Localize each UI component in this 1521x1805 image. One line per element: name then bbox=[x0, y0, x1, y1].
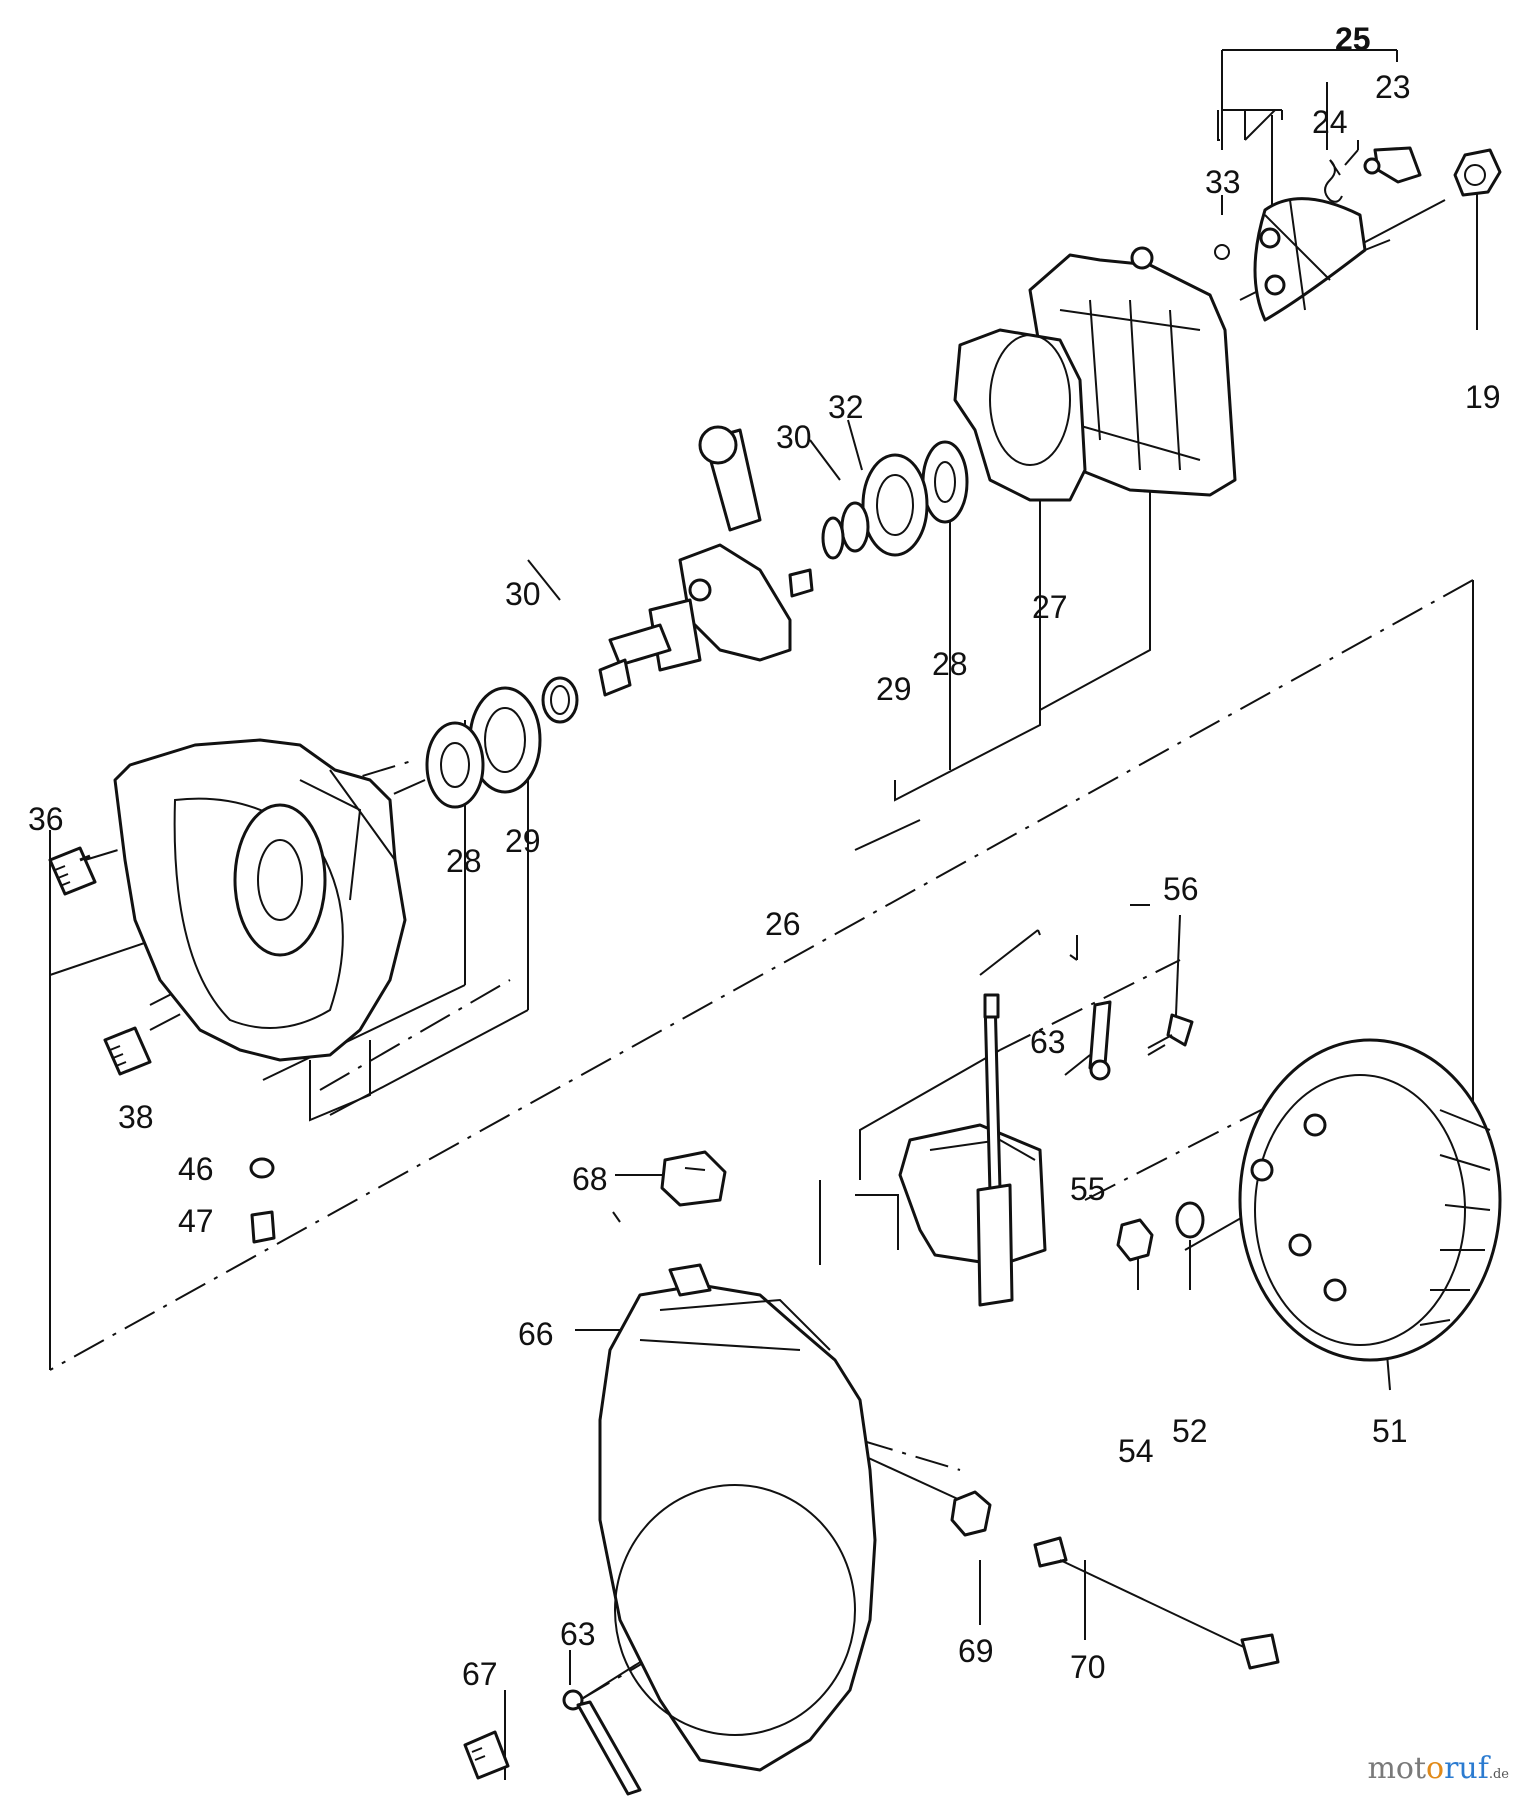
label-29b: 29 bbox=[505, 823, 541, 859]
nut-part-19 bbox=[1453, 148, 1502, 197]
crankcase-left bbox=[113, 738, 407, 1062]
label-67: 67 bbox=[462, 1656, 498, 1692]
bearing-part-28-right bbox=[921, 440, 969, 524]
washer-part-52 bbox=[1175, 1201, 1205, 1239]
label-66: 66 bbox=[518, 1316, 554, 1352]
washer-part-33 bbox=[1214, 244, 1230, 260]
label-46: 46 bbox=[178, 1151, 214, 1187]
fan-housing-part-66 bbox=[598, 1263, 877, 1772]
label-25: 25 bbox=[1335, 21, 1371, 57]
label-54: 54 bbox=[1118, 1433, 1154, 1469]
ignition-coil-part-55 bbox=[898, 993, 1047, 1307]
wire-part-70 bbox=[1033, 1536, 1280, 1670]
label-19: 19 bbox=[1465, 379, 1501, 415]
label-52: 52 bbox=[1172, 1413, 1208, 1449]
flywheel-part-51 bbox=[1238, 1038, 1502, 1362]
grommet-part-68 bbox=[660, 1150, 727, 1207]
label-47: 47 bbox=[178, 1203, 214, 1239]
label-69: 69 bbox=[958, 1633, 994, 1669]
label-55: 55 bbox=[1070, 1171, 1106, 1207]
label-32: 32 bbox=[828, 389, 864, 425]
cord-part-63-upper bbox=[1088, 1000, 1112, 1081]
grommet-part-69 bbox=[950, 1490, 992, 1537]
cord-part-63-lower bbox=[562, 1689, 642, 1796]
label-29a: 29 bbox=[876, 671, 912, 707]
bolt-part-67 bbox=[463, 1730, 510, 1780]
label-36: 36 bbox=[28, 801, 64, 837]
crankcase-right-part-27 bbox=[953, 246, 1237, 502]
label-70: 70 bbox=[1070, 1649, 1106, 1685]
nut-part-54 bbox=[1116, 1218, 1154, 1262]
washer-part-46 bbox=[249, 1157, 275, 1179]
label-23: 23 bbox=[1375, 69, 1411, 105]
label-24: 24 bbox=[1312, 104, 1348, 140]
ring-part-30-right bbox=[821, 516, 845, 560]
label-56: 56 bbox=[1163, 871, 1199, 907]
label-63b: 63 bbox=[560, 1616, 596, 1652]
label-26: 26 bbox=[765, 906, 801, 942]
clutch-shoe-part-25 bbox=[1253, 197, 1367, 322]
ring-part-30-left bbox=[541, 676, 579, 724]
bearing-part-29-right bbox=[861, 453, 929, 557]
label-28a: 28 bbox=[932, 646, 968, 682]
label-63a: 63 bbox=[1030, 1024, 1066, 1060]
screw-part-56 bbox=[1147, 1013, 1194, 1056]
label-27: 27 bbox=[1032, 589, 1068, 625]
label-38: 38 bbox=[118, 1099, 154, 1135]
label-33: 33 bbox=[1205, 164, 1241, 200]
bolt-part-38 bbox=[103, 1026, 152, 1076]
label-51: 51 bbox=[1372, 1413, 1408, 1449]
bolt-part-47 bbox=[250, 1210, 276, 1244]
part-labels: 25 23 24 33 19 30 32 30 27 29 28 36 28 2… bbox=[28, 21, 1501, 1692]
label-68: 68 bbox=[572, 1161, 608, 1197]
pin-part-23 bbox=[1363, 146, 1422, 184]
spring-part-24 bbox=[1324, 159, 1343, 203]
label-30a: 30 bbox=[776, 419, 812, 455]
ring-part-32 bbox=[840, 501, 870, 553]
bolt-part-36 bbox=[48, 846, 97, 896]
label-30b: 30 bbox=[505, 576, 541, 612]
bearing-part-28-left bbox=[425, 721, 485, 809]
crankshaft bbox=[598, 425, 814, 697]
motoruf-watermark: motoruf.de bbox=[1367, 1751, 1509, 1786]
label-28b: 28 bbox=[446, 843, 482, 879]
